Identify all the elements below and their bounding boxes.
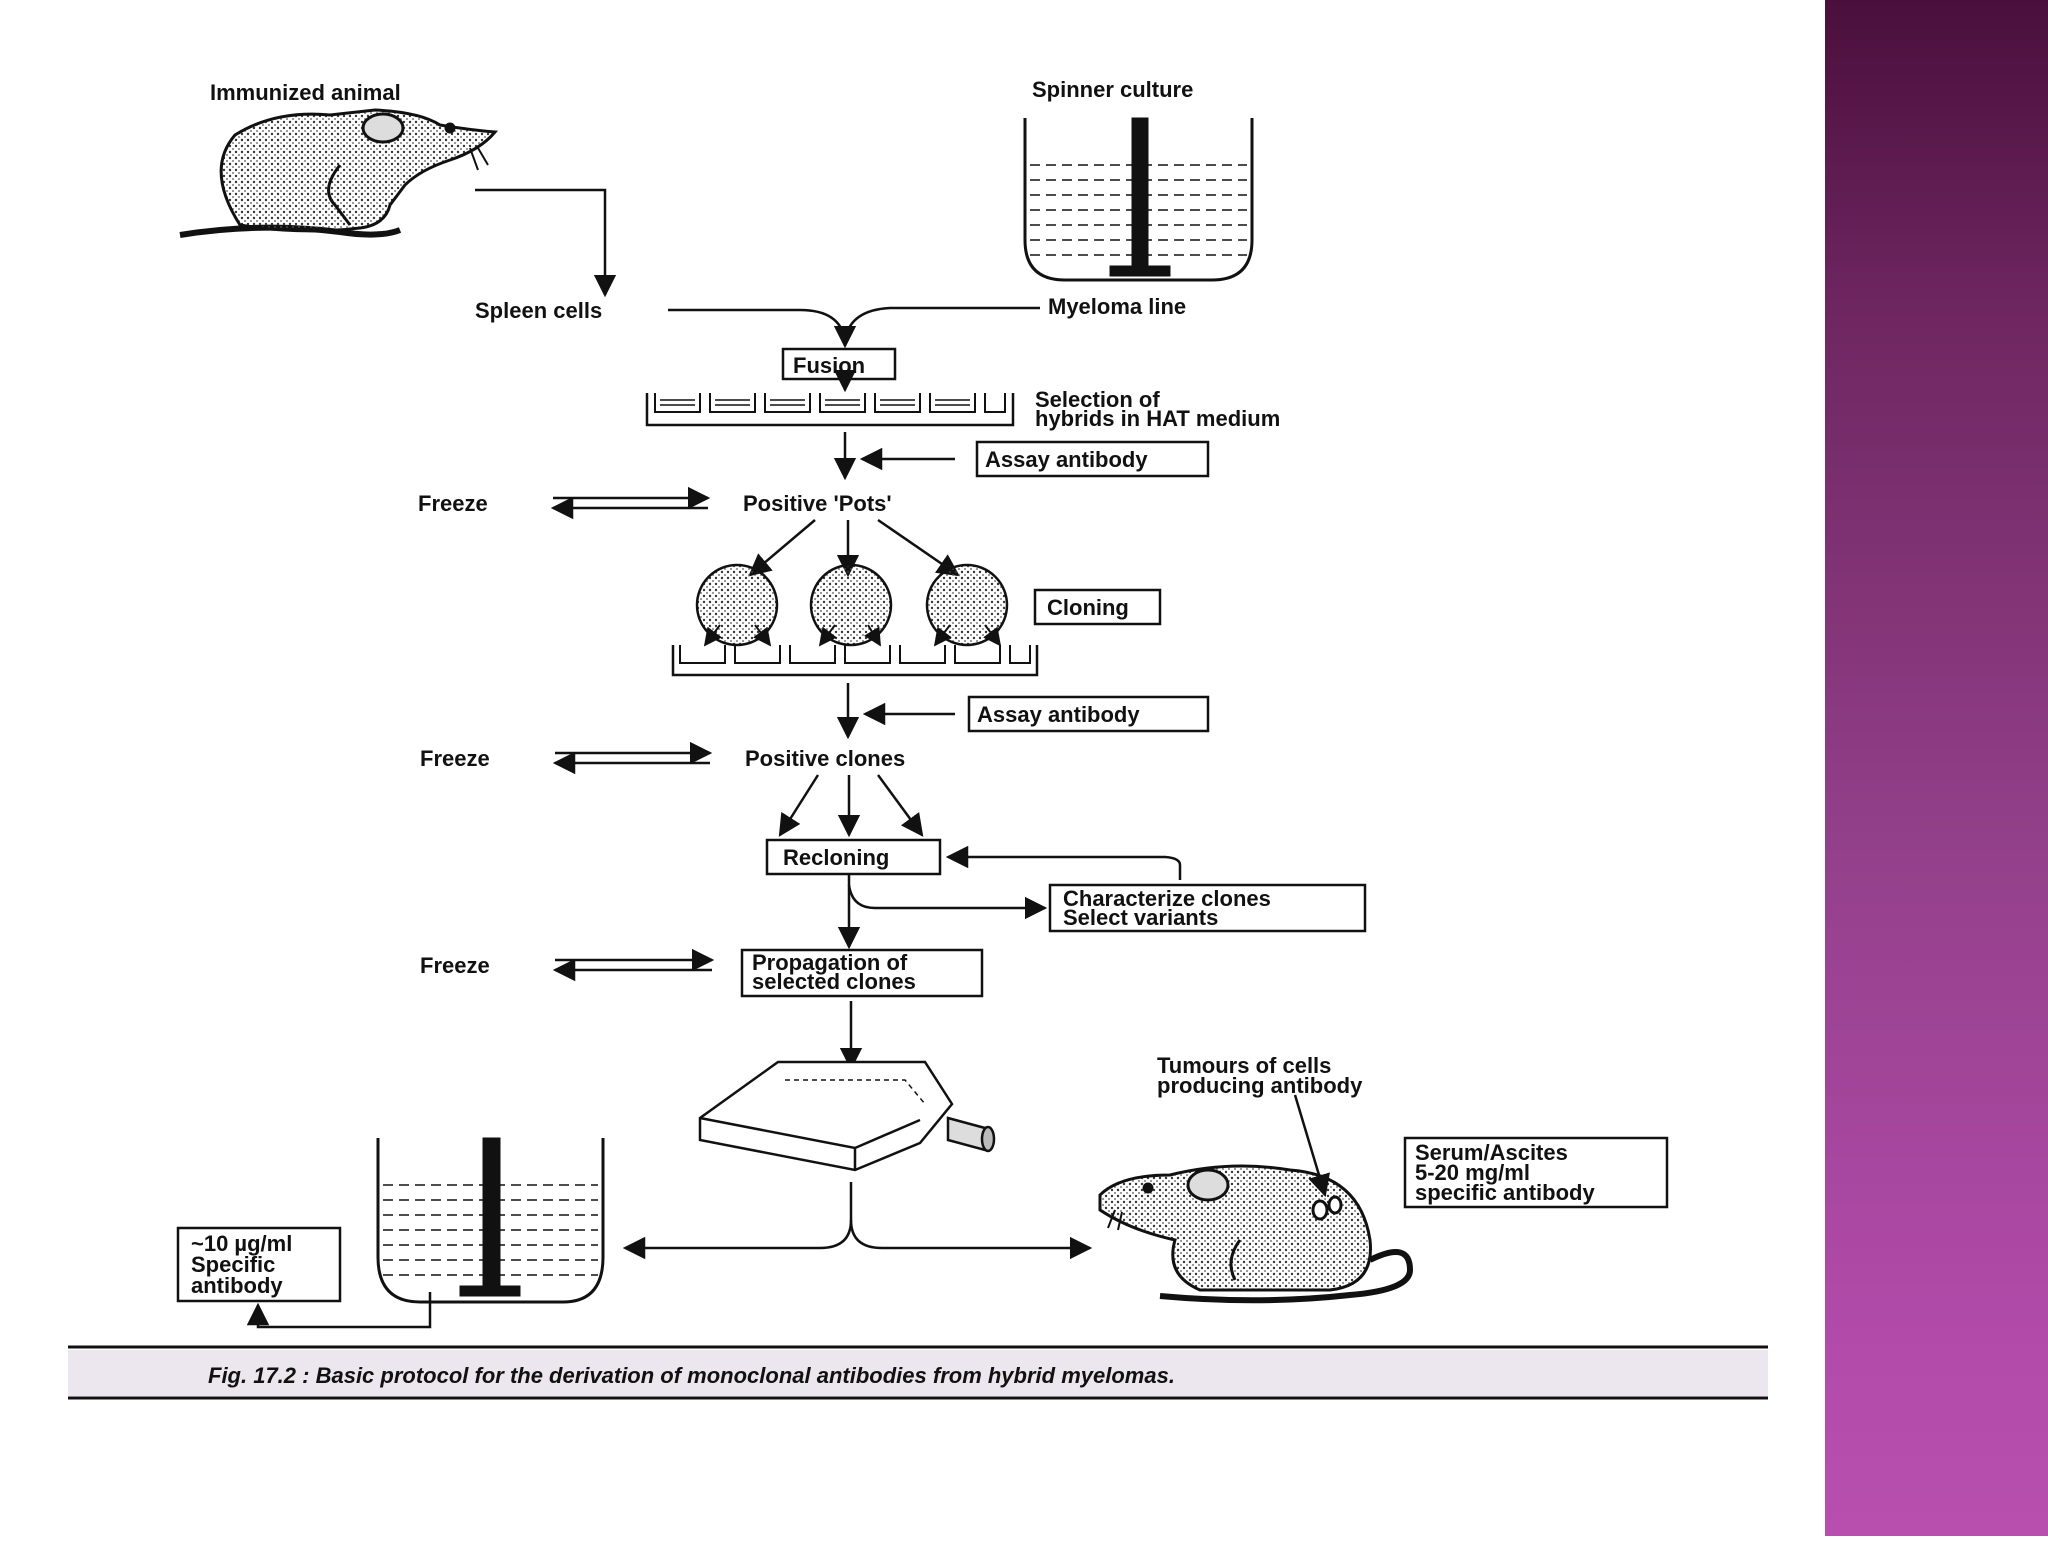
- assay-antibody-box-1: [975, 440, 1210, 478]
- bottom-spinner-vessel: [376, 1137, 605, 1304]
- spinner-culture-label: Spinner culture: [1032, 77, 1193, 102]
- caption-band: [68, 1350, 1768, 1396]
- immunized-animal-label: Immunized animal: [210, 80, 401, 105]
- culture-yield-box: [176, 1226, 342, 1303]
- serum-ascites-line3: specific antibody: [1415, 1180, 1595, 1205]
- culture-flask-icon: [698, 1060, 996, 1172]
- select-variants-label: Select variants: [1063, 905, 1218, 930]
- recloning-box: [765, 838, 942, 876]
- spinner-culture-vessel: [1023, 117, 1254, 282]
- characterize-clones-label: Characterize clones: [1063, 886, 1271, 911]
- propagation-label-line1: Propagation of: [752, 950, 908, 975]
- culture-yield-line3: antibody: [191, 1273, 283, 1298]
- fusion-label: Fusion: [793, 353, 865, 378]
- selection-label-line2: hybrids in HAT medium: [1035, 406, 1280, 431]
- tumour-mouse-icon: [1098, 1164, 1414, 1304]
- myeloma-line-label: Myeloma line: [1048, 294, 1186, 319]
- freeze-label-2: Freeze: [420, 746, 490, 771]
- protocol-diagram: Immunized animal Spinner culture Spleen …: [68, 77, 1768, 1400]
- freeze-label-3: Freeze: [420, 953, 490, 978]
- spleen-cells-label: Spleen cells: [475, 298, 602, 323]
- recloning-label: Recloning: [783, 845, 889, 870]
- characterize-clones-box: [1048, 883, 1367, 933]
- assay-antibody-label-2: Assay antibody: [977, 702, 1140, 727]
- decorative-sidebar: [1825, 0, 2048, 1536]
- tumours-label-line2: producing antibody: [1157, 1073, 1363, 1098]
- positive-clones-label: Positive clones: [745, 746, 905, 771]
- selection-label-line1: Selection of: [1035, 387, 1160, 412]
- culture-yield-line2: Specific: [191, 1252, 275, 1277]
- immunized-mouse-icon: [179, 108, 499, 238]
- propagation-label-line2: selected clones: [752, 969, 916, 994]
- serum-ascites-line2: 5-20 mg/ml: [1415, 1160, 1530, 1185]
- hat-selection-plate: [645, 393, 1015, 427]
- assay-antibody-box-2: [967, 695, 1210, 733]
- tumours-label-line1: Tumours of cells: [1157, 1053, 1331, 1078]
- cloning-plate: [671, 645, 1039, 677]
- propagation-box: [740, 948, 984, 998]
- culture-yield-line1: ~10 µg/ml: [191, 1231, 292, 1256]
- figure-caption: Fig. 17.2 : Basic protocol for the deriv…: [208, 1363, 1175, 1388]
- positive-pots-label: Positive 'Pots': [743, 491, 892, 516]
- freeze-label-1: Freeze: [418, 491, 488, 516]
- cloning-box: [1033, 588, 1162, 626]
- assay-antibody-label-1: Assay antibody: [985, 447, 1148, 472]
- cloning-dishes: [695, 563, 1009, 647]
- serum-ascites-box: [1403, 1136, 1669, 1209]
- serum-ascites-line1: Serum/Ascites: [1415, 1140, 1568, 1165]
- cloning-label: Cloning: [1047, 595, 1129, 620]
